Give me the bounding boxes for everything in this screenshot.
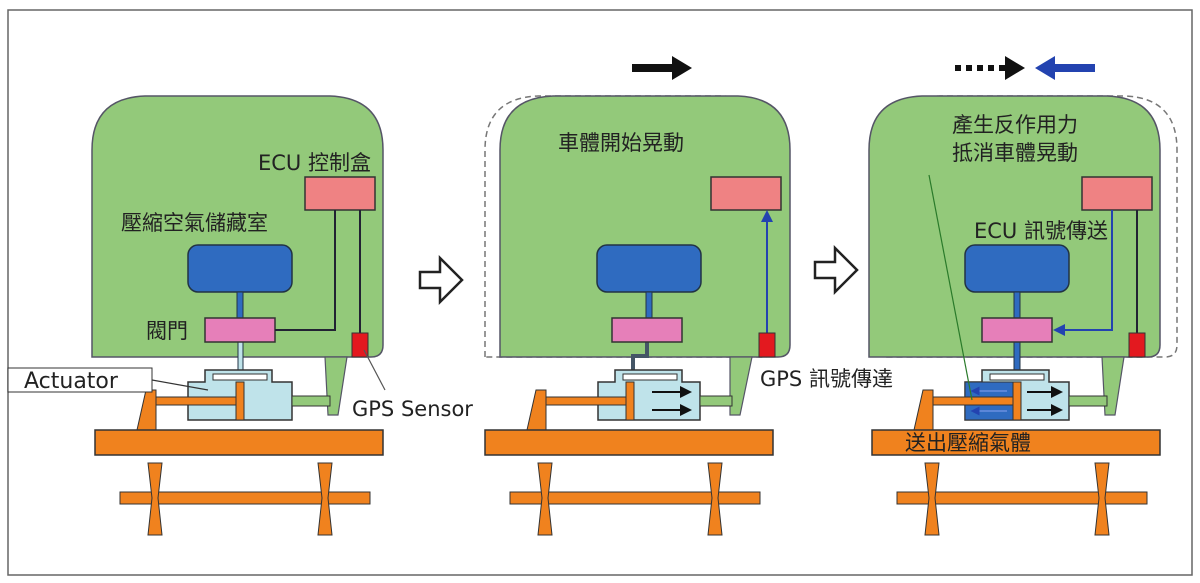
piston-rod [926, 396, 1020, 406]
bracket [526, 389, 547, 431]
actuator-mount [291, 395, 331, 407]
ecu-signal-label: ECU 訊號傳送 [974, 219, 1108, 243]
air-out-label: 送出壓縮氣體 [905, 431, 1031, 455]
ecu-box [1081, 176, 1153, 211]
piston [1012, 381, 1022, 421]
valve [204, 317, 276, 343]
bogie-frame [484, 429, 774, 456]
wheel-left [924, 462, 940, 536]
gps-signal-label: GPS 訊號傳達 [760, 367, 893, 391]
tank-pipe [1013, 291, 1021, 319]
panel-3: 產生反作用力 抵消車體晃動 ECU 訊號傳送 送出壓縮氣體 [868, 56, 1178, 536]
wheel-right [707, 462, 723, 536]
air-tank [596, 244, 702, 293]
axle [896, 491, 1148, 505]
gps-label: GPS Sensor [352, 397, 473, 421]
bracket [136, 389, 157, 431]
bogie-frame [871, 429, 1161, 456]
ecu-box [304, 176, 376, 211]
actuator-slot [212, 373, 268, 381]
car-body-swayed [499, 95, 791, 358]
panel-1: ECU 控制盒 壓縮空氣儲藏室 閥門 Actuator GPS Sensor [7, 95, 473, 536]
wheel-left [147, 462, 163, 536]
valve-pipe [237, 341, 244, 371]
ecu-valve-wire [275, 210, 336, 331]
tank-pipe [236, 291, 244, 319]
gps-leader [363, 349, 386, 391]
piston [235, 381, 245, 421]
air-tank [964, 244, 1070, 293]
valve-pipe [1013, 341, 1021, 371]
piston-rod [149, 396, 243, 406]
car-body [91, 95, 384, 358]
counter-label-line1: 產生反作用力 [952, 113, 1078, 137]
counter-label-line2: 抵消車體晃動 [952, 141, 1078, 165]
frame-border [7, 9, 1193, 576]
actuator-slot [622, 373, 678, 381]
step-arrow-icon [418, 254, 464, 306]
sway-label: 車體開始晃動 [558, 131, 684, 155]
axle [119, 491, 371, 505]
car-body [868, 95, 1161, 358]
wheel-left [537, 462, 553, 536]
actuator-mount [1068, 395, 1108, 407]
step-arrow-icon [813, 244, 859, 296]
valve [611, 317, 683, 343]
actuator-mount [699, 395, 733, 407]
actuator-slot [989, 373, 1045, 381]
piston-rod [539, 396, 633, 406]
valve-pipe [631, 342, 649, 370]
ecu-box [710, 176, 782, 211]
actuator-label: Actuator [24, 369, 119, 394]
axle [509, 491, 761, 505]
bracket [913, 389, 934, 431]
valve [981, 317, 1053, 343]
gps-sensor [758, 332, 776, 358]
actuator-leader [151, 379, 209, 391]
counter-force-arrow-icon [1035, 56, 1095, 80]
dotted-sway-arrowhead-icon [1005, 56, 1025, 80]
air-tank [187, 244, 293, 293]
ecu-signal-arrow [1053, 210, 1113, 336]
counter-label-leader [928, 174, 973, 401]
wheel-right [1094, 462, 1110, 536]
actuator-label-box [7, 367, 153, 393]
tank-pipe [645, 291, 653, 319]
ecu-label: ECU 控制盒 [258, 151, 371, 175]
piston [625, 381, 635, 421]
wheel-right [317, 462, 333, 536]
bogie-frame [94, 429, 384, 456]
gps-sensor [1128, 332, 1146, 358]
body-skirt [729, 356, 753, 416]
tank-label: 壓縮空氣儲藏室 [121, 211, 268, 235]
sway-direction-arrow-icon [632, 56, 692, 80]
panel-2: 車體開始晃動 GPS 訊號傳達 [484, 56, 893, 536]
valve-label: 閥門 [146, 319, 188, 343]
